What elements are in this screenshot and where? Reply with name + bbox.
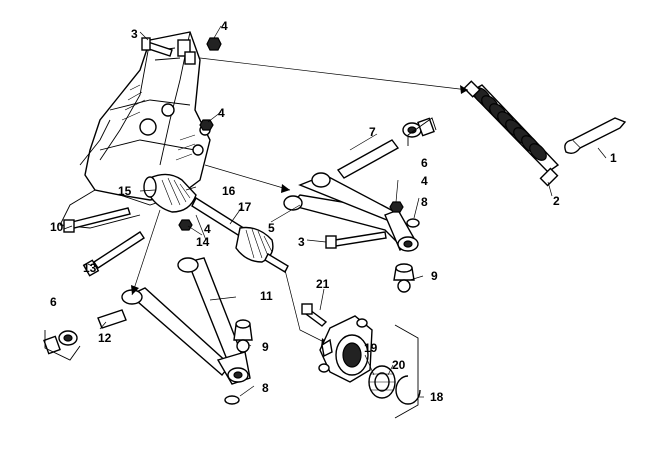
callout-11: 11	[260, 289, 273, 303]
lower-a-arm	[121, 257, 251, 385]
callout-3: 3	[131, 27, 138, 41]
callout-6: 6	[421, 156, 428, 170]
callout-5: 5	[268, 221, 275, 235]
bracket-6-upper	[407, 117, 437, 146]
callout-4: 4	[421, 174, 428, 188]
callout-14: 14	[196, 235, 210, 249]
callout-12: 12	[98, 331, 112, 345]
spanner-wrench	[564, 117, 627, 155]
leader-lower-arm	[131, 209, 161, 296]
callout-4: 4	[221, 19, 228, 33]
snap-ring	[395, 375, 421, 405]
bushing-lower	[43, 330, 78, 355]
callout-8: 8	[421, 195, 428, 209]
pivot-tube-upper	[336, 139, 400, 179]
ball-joint-upper	[393, 263, 415, 293]
circlip-lower	[224, 395, 240, 405]
bushing-upper	[402, 117, 435, 138]
bolt-21	[301, 303, 328, 327]
callout-16: 16	[222, 184, 236, 198]
cv-axle	[143, 173, 289, 273]
callout-2: 2	[553, 194, 560, 208]
callout-9: 9	[431, 269, 438, 283]
callout-3: 3	[298, 235, 305, 249]
callout-20: 20	[392, 358, 406, 372]
callout-8: 8	[262, 381, 269, 395]
leader-axle-hub	[284, 269, 331, 346]
shock-absorber	[463, 80, 560, 187]
callout-leaders	[63, 25, 607, 398]
callout-9: 9	[262, 340, 269, 354]
leader-upper-arm	[204, 164, 291, 191]
bolt-13	[82, 231, 145, 277]
callout-18: 18	[430, 390, 444, 404]
nut-upper-arm	[389, 201, 404, 213]
callout-13: 13	[83, 261, 97, 275]
bolt-10	[63, 207, 131, 233]
callout-7: 7	[369, 125, 376, 139]
callout-17: 17	[238, 200, 252, 214]
pivot-tube-lower	[97, 309, 127, 329]
callout-19: 19	[364, 341, 378, 355]
callout-4: 4	[218, 106, 225, 120]
leader-shock	[199, 57, 469, 91]
ball-joint-lower	[233, 319, 253, 353]
bolt-upper-arm	[325, 231, 387, 249]
nut-top	[206, 37, 222, 51]
callout-4: 4	[204, 222, 211, 236]
callout-15: 15	[118, 184, 132, 198]
callout-1: 1	[610, 151, 617, 165]
bracket-6-lower	[44, 330, 81, 361]
callout-6: 6	[50, 295, 57, 309]
callout-21: 21	[316, 277, 330, 291]
callouts: 1 2 3 4 4 7 6 4 8 5 3 9 16 15 17 4 14 10…	[50, 19, 617, 404]
upper-a-arm	[283, 172, 419, 252]
circlip-upper	[406, 218, 420, 228]
bracket-18	[394, 324, 419, 419]
nut-frame	[199, 119, 214, 131]
steering-knuckle	[318, 315, 373, 383]
callout-10: 10	[50, 220, 64, 234]
nut-axle	[178, 219, 193, 231]
